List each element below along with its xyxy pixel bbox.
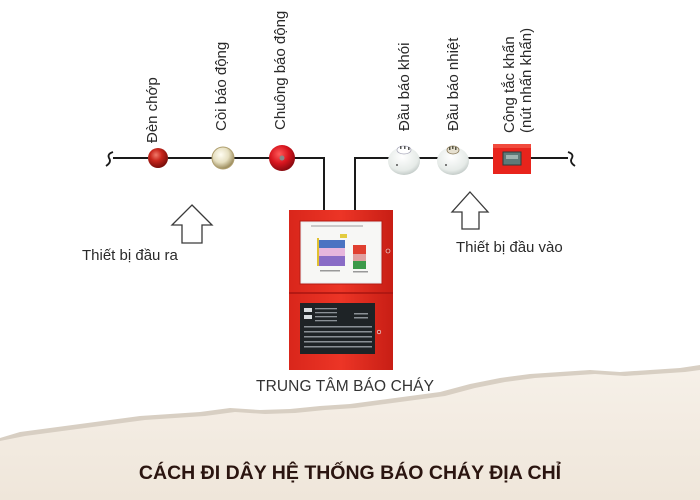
input-wire-bus [354, 151, 576, 212]
torn-paper-background [0, 365, 700, 500]
label-smoke-detector: Đầu báo khói [396, 42, 413, 131]
smoke-detector-icon [388, 145, 420, 175]
page-title: CÁCH ĐI DÂY HỆ THỐNG BÁO CHÁY ĐỊA CHỈ [138, 462, 562, 484]
siren-icon [211, 146, 235, 170]
output-arrow-icon [170, 204, 214, 244]
label-manual-call-point-line2: (nút nhấn khẩn) [518, 27, 535, 133]
label-strobe-light: Đèn chớp [144, 77, 161, 143]
manual-call-point-icon [493, 144, 531, 174]
label-heat-detector: Đầu báo nhiệt [445, 37, 462, 131]
input-arrow-icon [450, 191, 490, 230]
control-panel-label: TRUNG TÂM BÁO CHÁY [256, 378, 435, 395]
strobe-light-icon [148, 148, 168, 168]
label-alarm-bell: Chuông báo động [272, 10, 289, 130]
input-devices-label: Thiết bị đầu vào [456, 239, 563, 256]
heat-detector-icon [437, 145, 469, 175]
label-siren: Còi báo động [213, 41, 230, 131]
alarm-bell-icon [269, 145, 295, 171]
output-wire-bus [105, 151, 325, 212]
fire-alarm-control-panel [289, 210, 393, 370]
output-devices-label: Thiết bị đầu ra [82, 247, 178, 264]
label-manual-call-point-line1: Công tắc khẩn [501, 36, 518, 133]
